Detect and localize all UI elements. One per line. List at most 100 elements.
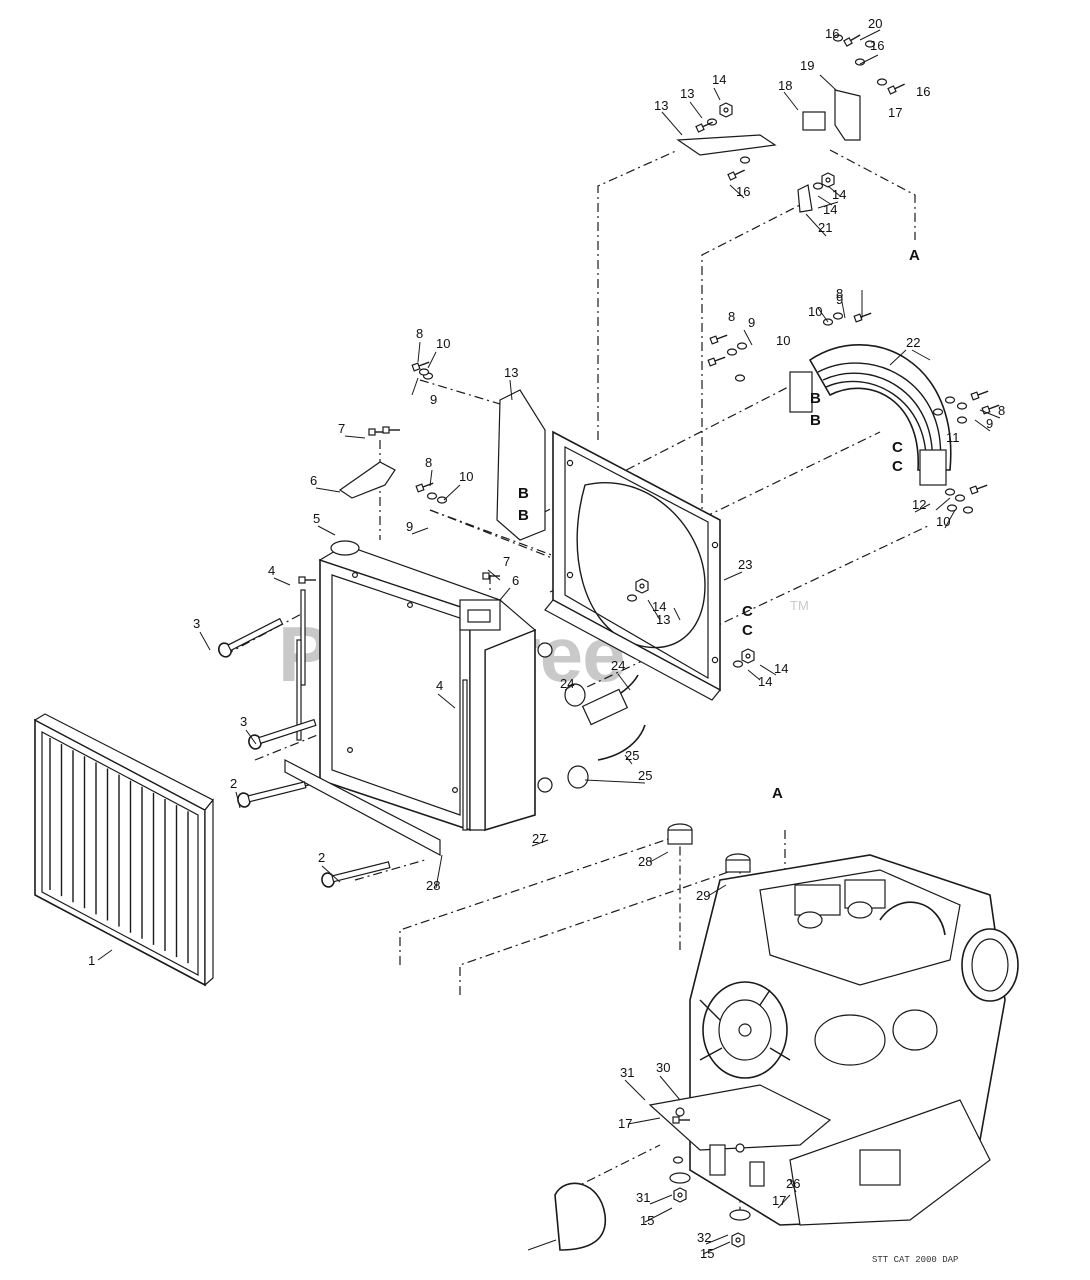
rubber-mount: [802, 111, 826, 131]
side-seal-upper: [300, 589, 306, 686]
callout-2: 2: [230, 776, 237, 791]
fan-shroud: [544, 430, 721, 701]
callout-12: 12: [912, 497, 926, 512]
callout-20: 20: [868, 16, 882, 31]
callout-10-2: 10: [436, 336, 450, 351]
callout-4: 4: [268, 563, 275, 578]
callout-13: 13: [504, 365, 518, 380]
reference-letter-b-3: B: [518, 485, 529, 502]
callout-14-5: 14: [832, 187, 846, 202]
callout-7: 7: [338, 421, 345, 436]
callout-18: 18: [778, 78, 792, 93]
callout-24-2: 24: [560, 676, 574, 691]
callout-3: 3: [193, 616, 200, 631]
callout-16-2: 16: [916, 84, 930, 99]
callout-15-2: 15: [700, 1246, 714, 1261]
callout-16-3: 16: [825, 26, 839, 41]
callout-9-5: 9: [986, 416, 993, 431]
callout-22: 22: [906, 335, 920, 350]
shroud-gasket: [496, 389, 546, 541]
radiator-core: [318, 540, 553, 832]
callout-5: 5: [313, 511, 320, 526]
mounting-bracket: [834, 89, 861, 141]
callout-28-2: 28: [638, 854, 652, 869]
callout-9-2: 9: [406, 519, 413, 534]
callout-26: 26: [786, 1176, 800, 1191]
callout-14: 14: [758, 674, 772, 689]
support-bracket: [676, 134, 777, 156]
callout-13-2: 13: [654, 98, 668, 113]
callout-9-4: 9: [836, 292, 843, 307]
callout-1: 1: [88, 953, 95, 968]
callout-9: 9: [430, 392, 437, 407]
reference-letter-c-7: C: [892, 439, 903, 456]
side-seal: [296, 639, 302, 741]
callout-6: 6: [310, 473, 317, 488]
callout-14-6: 14: [774, 661, 788, 676]
watermark-trademark: TM: [790, 598, 809, 613]
callout-10-4: 10: [776, 333, 790, 348]
washer: [669, 1172, 691, 1184]
reference-letter-b-6: B: [810, 412, 821, 429]
reference-letter-b-5: B: [810, 390, 821, 407]
callout-8-2: 8: [425, 455, 432, 470]
callout-8: 8: [416, 326, 423, 341]
callout-17-2: 17: [618, 1116, 632, 1131]
fasteners: [217, 34, 1000, 1248]
reference-letter-c-9: C: [742, 603, 753, 620]
hose-clamp-lower: [567, 765, 589, 789]
callout-21: 21: [818, 220, 832, 235]
reference-letter-a-1: A: [909, 247, 920, 264]
callout-6-2: 6: [512, 573, 519, 588]
callout-24: 24: [611, 658, 625, 673]
reference-letter-c-10: C: [742, 622, 753, 639]
callout-19: 19: [800, 58, 814, 73]
callout-31-2: 31: [636, 1190, 650, 1205]
top-bracket: [338, 461, 396, 499]
callout-27: 27: [532, 831, 546, 846]
callout-2-2: 2: [318, 850, 325, 865]
callout-10-5: 10: [808, 304, 822, 319]
callout-25: 25: [625, 748, 639, 763]
callout-15: 15: [640, 1213, 654, 1228]
callout-14-2: 14: [823, 202, 837, 217]
callout-25-2: 25: [638, 768, 652, 783]
callout-7-2: 7: [503, 554, 510, 569]
callout-11: 11: [946, 430, 960, 445]
callout-3-2: 3: [240, 714, 247, 729]
callout-14-4: 14: [652, 599, 666, 614]
bottom-seal: [284, 759, 441, 857]
leader-lines: [97, 29, 1001, 1255]
callout-17-3: 17: [772, 1193, 786, 1208]
lower-hose: [597, 724, 646, 761]
callout-31: 31: [620, 1065, 634, 1080]
callout-8-3: 8: [728, 309, 735, 324]
callout-29: 29: [696, 888, 710, 903]
callout-8-4: 8: [836, 286, 843, 301]
callout-30: 30: [656, 1060, 670, 1075]
drawing-code: STT CAT 2000 DAP: [872, 1255, 958, 1265]
callout-13-4: 13: [656, 612, 670, 627]
callout-13-3: 13: [680, 86, 694, 101]
callout-32: 32: [697, 1230, 711, 1245]
callout-17: 17: [888, 105, 902, 120]
belt-guard: [554, 1182, 607, 1251]
callout-4-2: 4: [436, 678, 443, 693]
callout-9-3: 9: [748, 315, 755, 330]
side-seal-right: [462, 679, 468, 831]
fan-guard: [789, 344, 952, 486]
callout-16: 16: [736, 184, 750, 199]
callout-14-3: 14: [712, 72, 726, 87]
callout-8-5: 8: [998, 403, 1005, 418]
callout-16-4: 16: [870, 38, 884, 53]
callout-numbers: 1223344566778888899999101010101011121313…: [88, 16, 1005, 1261]
engine-assembly: [648, 854, 1019, 1226]
washer-2: [729, 1209, 751, 1221]
callout-10-3: 10: [459, 469, 473, 484]
callout-28: 28: [426, 878, 440, 893]
reference-letter-c-8: C: [892, 458, 903, 475]
callout-10: 10: [936, 514, 950, 529]
